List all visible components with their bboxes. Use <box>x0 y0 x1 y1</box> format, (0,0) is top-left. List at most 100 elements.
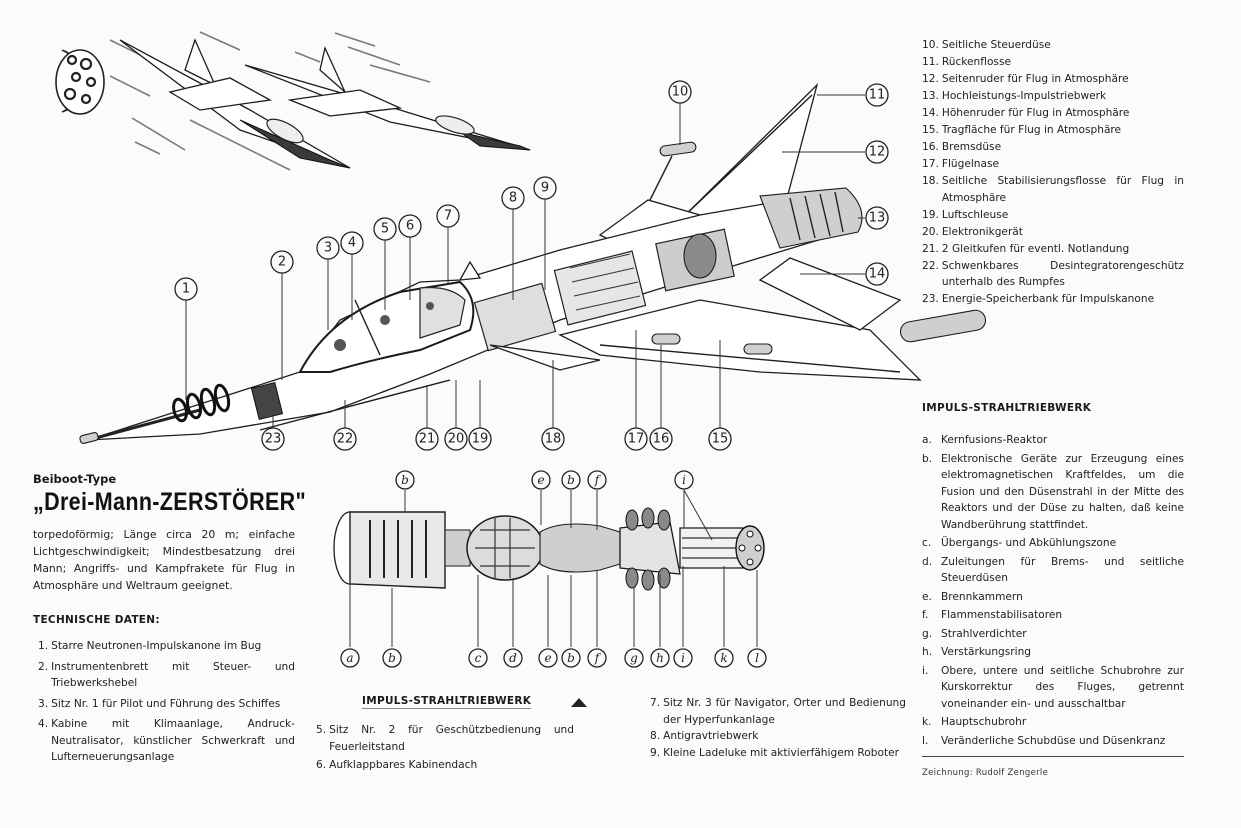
ship-description: torpedoförmig; Länge circa 20 m; einfach… <box>33 528 295 592</box>
callout-circle <box>624 427 648 451</box>
item-number: 16. <box>922 141 939 153</box>
engine-caption-label: IMPULS-STRAHLTRIEBWERK <box>362 695 532 709</box>
flight-scene <box>55 31 531 171</box>
list-item: 22.Schwenkbares Desintegratorengeschütz … <box>922 258 1184 291</box>
item-number: 19. <box>922 208 939 221</box>
callout-circle <box>541 427 565 451</box>
list-item: 15.Tragfläche für Flug in Atmosphäre <box>922 122 1184 139</box>
item-text: Zuleitungen für Brems- und seitliche Ste… <box>941 555 1184 585</box>
callout-circle <box>468 648 488 668</box>
item-text: Obere, untere und seitliche Schubrohre z… <box>941 664 1184 710</box>
item-number: 8. <box>650 730 661 742</box>
ship-cutaway <box>79 82 987 444</box>
item-number: 6. <box>316 759 327 771</box>
item-text: Instrumentenbrett mit Steuer- und Triebw… <box>51 660 295 690</box>
list-item: l.Veränderliche Schubdüse und Düsenkranz <box>922 733 1184 750</box>
item-text: Flammenstabilisatoren <box>941 609 1063 621</box>
item-text: Rückenflosse <box>941 56 1011 68</box>
item-text: Luftschleuse <box>941 208 1009 221</box>
callout-circle <box>373 217 397 241</box>
callout-label: f <box>594 651 602 665</box>
callout-circle <box>468 427 492 451</box>
item-text: Schwenkbares Desintegratorengeschütz unt… <box>941 259 1184 289</box>
callout-circle <box>333 427 357 451</box>
item-text: Sitz Nr. 1 für Pilot und Führung des Sch… <box>51 697 281 710</box>
item-text: Sitz Nr. 2 für Geschützbedienung und Feu… <box>329 724 574 753</box>
list-item: 2.Instrumentenbrett mit Steuer- und Trie… <box>38 659 295 692</box>
item-text: Antigravtriebwerk <box>663 730 759 742</box>
item-number: c. <box>922 537 932 549</box>
list-item: 18.Seitliche Stabilisierungsflosse für F… <box>922 173 1184 206</box>
credit-divider <box>922 756 1184 757</box>
item-number: 21. <box>922 242 939 255</box>
list-item: f.Flammenstabilisatoren <box>922 607 1184 624</box>
callout-label: 3 <box>324 241 332 256</box>
list-item: 19.Luftschleuse <box>922 207 1184 224</box>
callout-circle <box>531 470 551 490</box>
item-number: 12. <box>922 73 939 85</box>
item-number: i. <box>922 664 929 677</box>
list-item: a.Kernfusions-Reaktor <box>922 432 1184 449</box>
callout-label: 18 <box>545 432 562 447</box>
callout-circle <box>561 648 581 668</box>
callout-label: f <box>594 473 602 487</box>
list-item: 4.Kabine mit Klimaanlage, Andruck-Neutra… <box>38 716 295 766</box>
callout-circle <box>747 648 767 668</box>
list-item: 11.Rückenflosse <box>922 54 1184 71</box>
item-number: d. <box>922 555 933 568</box>
callout-label: k <box>720 651 727 665</box>
item-number: 13. <box>922 90 939 102</box>
callout-circle <box>436 204 460 228</box>
list-item: 21.2 Gleitkufen für eventl. Notlandung <box>922 241 1184 258</box>
callout-label: 8 <box>509 191 517 206</box>
item-number: 3. <box>38 697 49 710</box>
item-text: Seitliche Stabilisierungsflosse für Flug… <box>941 175 1184 204</box>
item-text: Sitz Nr. 3 für Navigator, Orter und Bedi… <box>663 697 906 726</box>
callout-circle <box>340 231 364 255</box>
item-number: 10. <box>922 39 939 51</box>
list-item: g.Strahlverdichter <box>922 626 1184 643</box>
item-text: Seitenruder für Flug in Atmosphäre <box>941 73 1129 85</box>
list-item: i. Obere, untere und seitliche Schubrohre… <box>922 663 1184 713</box>
list-item: 10.Seitliche Steuerdüse <box>922 37 1184 54</box>
item-text: Energie-Speicherbank für Impulskanone <box>941 293 1155 305</box>
callout-label: 15 <box>712 432 729 447</box>
list-item: 8.Antigravtriebwerk <box>650 728 906 745</box>
item-number: h. <box>922 646 933 658</box>
item-text: Seitliche Steuerdüse <box>941 39 1051 51</box>
callout-label: b <box>567 473 575 487</box>
item-text: Brennkammern <box>941 590 1023 603</box>
callout-circle <box>865 83 889 107</box>
item-number: 4. <box>38 718 49 730</box>
item-text: Kabine mit Klimaanlage, Andruck-Neutrali… <box>51 718 295 763</box>
callout-label: 14 <box>869 267 886 282</box>
callout-label: 22 <box>337 432 354 447</box>
callout-label: 11 <box>869 88 886 103</box>
callout-label: a <box>346 651 353 665</box>
callout-label: 21 <box>419 432 436 447</box>
item-number: 22. <box>922 259 939 272</box>
item-text: Übergangs- und Abkühlungszone <box>941 537 1117 549</box>
item-number: 2. <box>38 660 49 673</box>
callout-label: l <box>755 651 759 665</box>
callout-circle <box>650 648 670 668</box>
item-text: Höhenruder für Flug in Atmosphäre <box>941 107 1130 119</box>
item-number: 7. <box>650 697 661 709</box>
callout-circle <box>587 648 607 668</box>
list-item: e.Brennkammern <box>922 589 1184 606</box>
parts-list-7-9: 7.Sitz Nr. 3 für Navigator, Orter und Be… <box>650 695 906 761</box>
callout-circle <box>398 214 422 238</box>
item-number: 23. <box>922 293 939 305</box>
callout-label: 23 <box>265 432 282 447</box>
item-text: Kernfusions-Reaktor <box>941 434 1048 446</box>
item-number: b. <box>922 452 933 465</box>
list-item: 12.Seitenruder für Flug in Atmosphäre <box>922 71 1184 88</box>
ship-title: „Drei-Mann-ZERSTÖRER" <box>33 488 307 516</box>
callout-label: 7 <box>444 209 452 224</box>
callout-label: e <box>544 651 551 665</box>
list-item: 3.Sitz Nr. 1 für Pilot und Führung des S… <box>38 696 295 713</box>
callout-label: 16 <box>653 432 670 447</box>
